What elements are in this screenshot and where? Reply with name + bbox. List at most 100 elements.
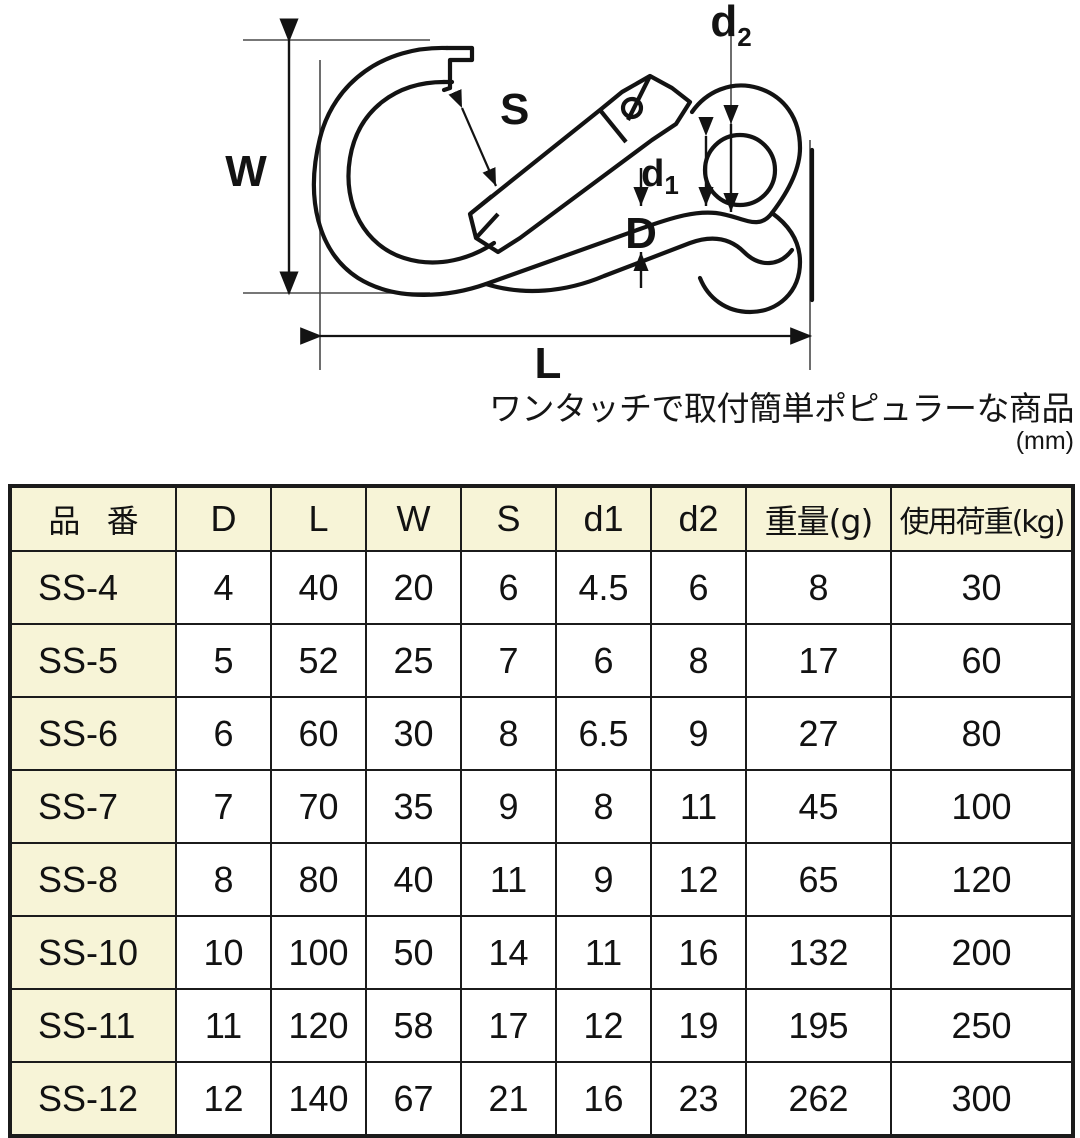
cell-w: 35 <box>365 769 462 844</box>
cell-part-number: SS-5 <box>9 623 177 698</box>
cell-w: 50 <box>365 915 462 990</box>
dimension-label-d2: d2 <box>710 0 751 52</box>
cell-d: 6 <box>175 696 272 771</box>
cell-d2: 11 <box>650 769 747 844</box>
dimension-d2: d2 <box>710 0 752 212</box>
cell-d1: 6.5 <box>555 696 652 771</box>
cell-s: 14 <box>460 915 557 990</box>
carabiner-drawing-svg: W L <box>225 0 815 388</box>
column-header-part-number: 品 番 <box>9 485 177 552</box>
cell-d2: 16 <box>650 915 747 990</box>
cell-d2: 12 <box>650 842 747 917</box>
cell-s: 8 <box>460 696 557 771</box>
cell-w: 67 <box>365 1061 462 1137</box>
extension-lines <box>243 18 811 370</box>
column-header-s: S <box>460 485 557 552</box>
column-header-weight: 重量(g) <box>745 485 892 552</box>
carabiner-gate <box>467 73 693 255</box>
cell-working-load: 200 <box>890 915 1074 990</box>
cell-part-number: SS-7 <box>9 769 177 844</box>
cell-d: 7 <box>175 769 272 844</box>
cell-d: 5 <box>175 623 272 698</box>
cell-l: 140 <box>270 1061 367 1137</box>
column-header-l: L <box>270 485 367 552</box>
cell-d: 4 <box>175 550 272 625</box>
cell-l: 52 <box>270 623 367 698</box>
cell-l: 40 <box>270 550 367 625</box>
cell-weight: 17 <box>745 623 892 698</box>
cell-d1: 9 <box>555 842 652 917</box>
cell-w: 30 <box>365 696 462 771</box>
cell-weight: 132 <box>745 915 892 990</box>
carabiner-body-outline <box>311 45 815 315</box>
cell-d: 8 <box>175 842 272 917</box>
cell-w: 20 <box>365 550 462 625</box>
cell-part-number: SS-4 <box>9 550 177 625</box>
cell-part-number: SS-10 <box>9 915 177 990</box>
column-header-w: W <box>365 485 462 552</box>
dimension-label-w: W <box>225 147 267 196</box>
cell-l: 60 <box>270 696 367 771</box>
cell-working-load: 300 <box>890 1061 1074 1137</box>
cell-d1: 12 <box>555 988 652 1063</box>
cell-l: 120 <box>270 988 367 1063</box>
cell-d1: 11 <box>555 915 652 990</box>
dimension-w: W <box>225 18 299 296</box>
cell-l: 70 <box>270 769 367 844</box>
cell-d2: 19 <box>650 988 747 1063</box>
cell-s: 21 <box>460 1061 557 1137</box>
cell-d: 11 <box>175 988 272 1063</box>
cell-s: 11 <box>460 842 557 917</box>
cell-w: 40 <box>365 842 462 917</box>
cell-working-load: 60 <box>890 623 1074 698</box>
cell-weight: 65 <box>745 842 892 917</box>
cell-working-load: 250 <box>890 988 1074 1063</box>
cell-weight: 45 <box>745 769 892 844</box>
product-drawing-panel: W L <box>0 0 1080 478</box>
cell-s: 7 <box>460 623 557 698</box>
cell-working-load: 100 <box>890 769 1074 844</box>
cell-d1: 8 <box>555 769 652 844</box>
cell-part-number: SS-8 <box>9 842 177 917</box>
cell-weight: 8 <box>745 550 892 625</box>
dimension-s: S <box>448 85 529 187</box>
cell-d1: 4.5 <box>555 550 652 625</box>
cell-d2: 6 <box>650 550 747 625</box>
cell-part-number: SS-11 <box>9 988 177 1063</box>
cell-d1: 6 <box>555 623 652 698</box>
column-header-working-load: 使用荷重(kg) <box>890 485 1074 552</box>
cell-w: 25 <box>365 623 462 698</box>
cell-weight: 262 <box>745 1061 892 1137</box>
column-header-d: D <box>175 485 272 552</box>
cell-weight: 27 <box>745 696 892 771</box>
dimension-label-l: L <box>535 339 562 388</box>
cell-working-load: 30 <box>890 550 1074 625</box>
column-header-d2: d2 <box>650 485 747 552</box>
cell-weight: 195 <box>745 988 892 1063</box>
cell-part-number: SS-6 <box>9 696 177 771</box>
dimension-label-s: S <box>500 85 529 134</box>
caption-text: ワンタッチで取付簡単ポピュラーな商品 <box>489 389 1075 428</box>
product-caption-block: ワンタッチで取付簡単ポピュラーな商品 (mm) <box>454 389 1075 454</box>
dimension-d1: d1 <box>641 116 714 206</box>
table-header-row: 品 番 D L W S d1 d2 重量(g) 使用荷重(kg) <box>9 485 1074 552</box>
cell-d2: 9 <box>650 696 747 771</box>
cell-part-number: SS-12 <box>9 1061 177 1137</box>
cell-s: 9 <box>460 769 557 844</box>
cell-s: 6 <box>460 550 557 625</box>
cell-l: 100 <box>270 915 367 990</box>
cell-w: 58 <box>365 988 462 1063</box>
dimension-d: D <box>625 168 657 288</box>
dimension-label-d1: d1 <box>641 153 679 200</box>
